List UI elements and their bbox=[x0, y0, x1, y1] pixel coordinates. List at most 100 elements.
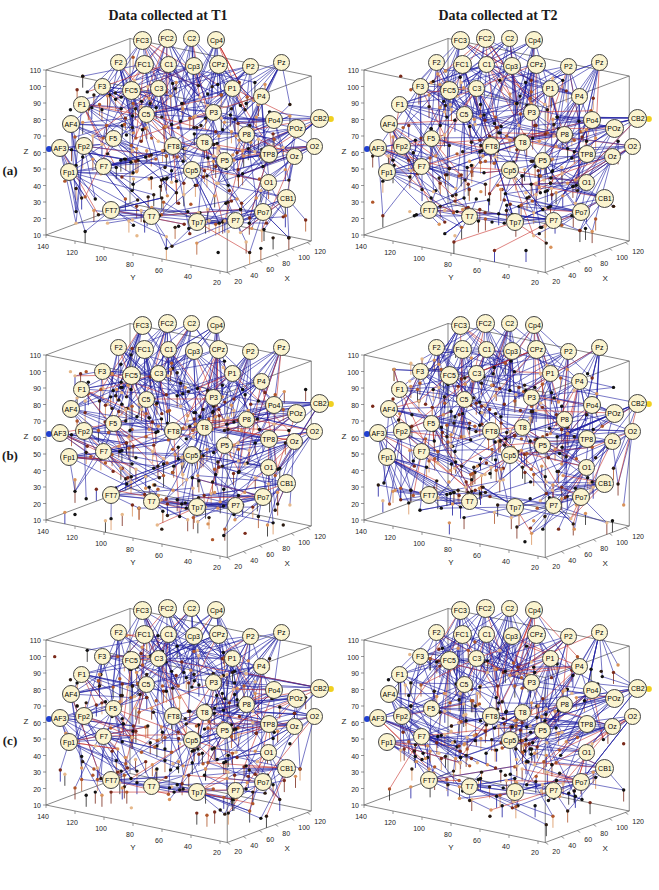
voxel-dot bbox=[193, 132, 196, 135]
voxel-dot bbox=[448, 167, 451, 170]
voxel-dot bbox=[81, 155, 84, 158]
voxel-dot bbox=[173, 226, 176, 229]
voxel-dot bbox=[499, 125, 502, 128]
voxel-dot bbox=[452, 240, 455, 243]
voxel-dot bbox=[105, 124, 108, 127]
voxel-dot bbox=[524, 191, 527, 194]
tick-mark bbox=[243, 552, 246, 554]
voxel-dot bbox=[271, 132, 274, 135]
voxel-dot bbox=[550, 187, 553, 190]
voxel-dot bbox=[100, 143, 103, 146]
voxel-dot bbox=[427, 93, 430, 96]
voxel-dot bbox=[183, 223, 186, 226]
voxel-dot bbox=[157, 140, 160, 143]
voxel-dot bbox=[561, 194, 564, 197]
voxel-dot bbox=[470, 164, 473, 167]
voxel-dot bbox=[127, 219, 130, 222]
voxel-dot bbox=[443, 133, 446, 136]
voxel-dot bbox=[470, 170, 473, 173]
voxel-dot bbox=[439, 182, 442, 185]
voxel-dot bbox=[239, 104, 242, 107]
voxel-dot bbox=[453, 234, 456, 237]
voxel-dot bbox=[134, 160, 137, 163]
voxel-dot bbox=[162, 200, 165, 203]
tick-mark bbox=[307, 528, 310, 530]
voxel-dot bbox=[479, 103, 482, 106]
voxel-dot bbox=[134, 107, 137, 110]
voxel-dot bbox=[140, 100, 143, 103]
voxel-dot bbox=[549, 246, 552, 249]
voxel-dot bbox=[162, 177, 165, 180]
voxel-dot bbox=[213, 194, 216, 197]
voxel-dot bbox=[150, 153, 153, 156]
voxel-dot bbox=[135, 170, 138, 173]
voxel-dot bbox=[530, 160, 533, 163]
voxel-dot bbox=[218, 221, 221, 224]
voxel-dot bbox=[585, 140, 588, 143]
voxel-dot bbox=[177, 225, 180, 228]
voxel-dot bbox=[94, 197, 97, 200]
voxel-dot bbox=[449, 103, 452, 106]
voxel-dot bbox=[448, 144, 451, 147]
voxel-dot bbox=[515, 102, 518, 105]
voxel-dot bbox=[235, 197, 238, 200]
voxel-dot bbox=[246, 95, 249, 98]
voxel-dot bbox=[538, 140, 541, 143]
voxel-dot bbox=[461, 150, 464, 153]
voxel-dot bbox=[527, 195, 530, 198]
voxel-dot bbox=[81, 74, 84, 77]
voxel-dot bbox=[415, 213, 418, 216]
voxel-dot bbox=[438, 176, 441, 179]
voxel-dot bbox=[146, 85, 149, 88]
voxel-dot bbox=[220, 93, 223, 96]
voxel-dot bbox=[163, 166, 166, 169]
voxel-dot bbox=[265, 221, 268, 224]
voxel-dot bbox=[124, 116, 127, 119]
voxel-dot bbox=[493, 249, 496, 252]
voxel-dot bbox=[114, 91, 117, 94]
voxel-dot bbox=[478, 208, 481, 211]
voxel-dot bbox=[241, 172, 244, 175]
voxel-dot bbox=[154, 157, 157, 160]
voxel-dot bbox=[145, 149, 148, 152]
voxel-dot bbox=[216, 251, 219, 254]
voxel-dot bbox=[552, 123, 555, 126]
voxel-dot bbox=[244, 240, 247, 243]
voxel-dot bbox=[114, 98, 117, 101]
voxel-dot bbox=[554, 145, 557, 148]
voxel-dot bbox=[262, 228, 265, 231]
voxel-dot bbox=[537, 169, 540, 172]
voxel-dot bbox=[538, 232, 541, 235]
voxel-dot bbox=[284, 168, 287, 171]
voxel-dot bbox=[144, 155, 147, 158]
voxel-dot bbox=[543, 103, 546, 106]
voxel-dot bbox=[177, 202, 180, 205]
voxel-dot bbox=[577, 120, 580, 123]
voxel-dot bbox=[171, 82, 174, 85]
voxel-dot bbox=[74, 221, 77, 224]
voxel-dot bbox=[120, 95, 123, 98]
voxel-dot bbox=[141, 128, 144, 131]
voxel-dot bbox=[131, 183, 134, 186]
voxel-dot bbox=[492, 162, 495, 165]
voxel-dot bbox=[547, 206, 550, 209]
voxel-dot bbox=[443, 209, 446, 212]
voxel-dot bbox=[195, 184, 198, 187]
tick-mark bbox=[227, 273, 230, 275]
voxel-dot bbox=[408, 210, 411, 213]
voxel-dot bbox=[612, 205, 615, 208]
voxel-dot bbox=[451, 194, 454, 197]
voxel-dot bbox=[453, 119, 456, 122]
voxel-dot bbox=[574, 178, 577, 181]
voxel-dot bbox=[432, 190, 435, 193]
voxel-dot bbox=[160, 115, 163, 118]
voxel-dot bbox=[198, 95, 201, 98]
voxel-dot bbox=[532, 234, 535, 237]
voxel-dot bbox=[115, 166, 118, 169]
voxel-dot bbox=[131, 56, 134, 59]
voxel-dot bbox=[545, 241, 548, 244]
voxel-dot bbox=[571, 185, 574, 188]
tick-mark bbox=[275, 255, 278, 257]
voxel-dot bbox=[92, 209, 95, 212]
